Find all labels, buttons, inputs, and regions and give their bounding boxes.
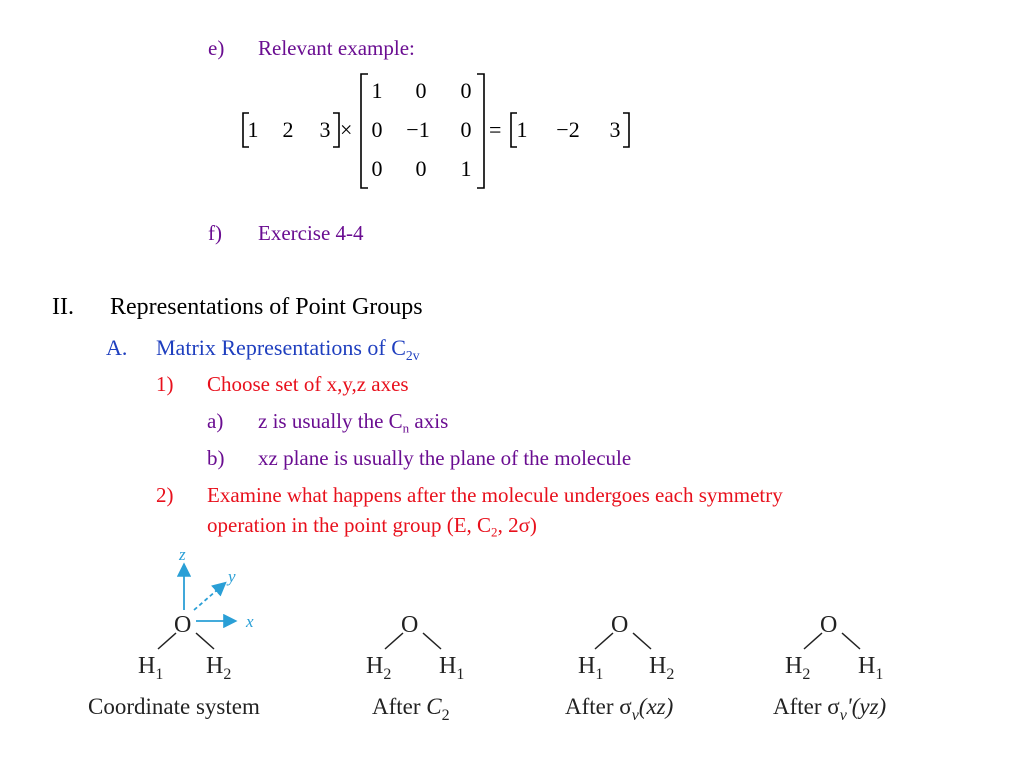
panel-after-c2: O H2 H1 After C2 xyxy=(366,612,464,724)
caption-coordinate-system: Coordinate system xyxy=(88,694,260,719)
bond xyxy=(632,632,652,650)
result-entry: −2 xyxy=(556,117,580,142)
hydrogen-right: H1 xyxy=(858,653,883,683)
matrix-cell: 0 xyxy=(371,117,383,142)
oxygen-atom: O xyxy=(174,612,191,638)
bond xyxy=(594,632,614,650)
hydrogen-right: H1 xyxy=(439,653,464,683)
item-f-text: Exercise 4-4 xyxy=(258,221,364,245)
item-e-marker: e) xyxy=(208,36,225,60)
x-axis-label: x xyxy=(245,612,254,631)
coordinate-axes xyxy=(176,562,238,629)
z-axis-label: z xyxy=(178,545,186,564)
row-vector-entry: 1 xyxy=(247,117,259,142)
caption-after-sigma-v-prime-yz: After σv'(yz) xyxy=(773,694,886,724)
item-1b-text: xz plane is usually the plane of the mol… xyxy=(258,446,632,470)
panel-after-sigma-v-prime-yz: O H2 H1 After σv'(yz) xyxy=(773,612,886,724)
section-ii-title: Representations of Point Groups xyxy=(110,294,423,320)
bond xyxy=(195,632,215,650)
matrix-cell: 0 xyxy=(371,156,383,181)
item-1-text: Choose set of x,y,z axes xyxy=(207,372,409,396)
y-axis-label: y xyxy=(226,567,236,586)
hydrogen-left: H1 xyxy=(138,653,163,683)
matrix-brackets xyxy=(242,73,630,189)
oxygen-atom: O xyxy=(820,612,837,638)
result-entry: 1 xyxy=(516,117,528,142)
hydrogen-left: H2 xyxy=(785,653,810,683)
item-f-marker: f) xyxy=(208,221,222,245)
bond xyxy=(841,632,861,650)
matrix-cell: 1 xyxy=(460,156,472,181)
row-vector-entry: 2 xyxy=(282,117,294,142)
oxygen-atom: O xyxy=(611,612,628,638)
hydrogen-right: H2 xyxy=(206,653,231,683)
matrix-cell: 0 xyxy=(460,78,472,103)
oxygen-atom: O xyxy=(401,612,418,638)
equals-sign: = xyxy=(489,117,502,142)
panel-after-sigma-v-xz: O H1 H2 After σv(xz) xyxy=(565,612,674,724)
hydrogen-left: H2 xyxy=(366,653,391,683)
section-ii-marker: II. xyxy=(52,294,74,320)
times-sign: × xyxy=(340,117,353,142)
y-axis-arrow xyxy=(193,581,227,611)
item-2-line2: operation in the point group (E, C2, 2σ) xyxy=(207,513,537,540)
caption-after-sigma-v-xz: After σv(xz) xyxy=(565,694,673,724)
item-1a-marker: a) xyxy=(207,409,224,433)
item-2-line1: Examine what happens after the molecule … xyxy=(207,483,783,507)
panel-coordinate-system: z y x O H1 H2 Coordinate system xyxy=(88,545,260,719)
hydrogen-left: H1 xyxy=(578,653,603,683)
item-2-marker: 2) xyxy=(156,483,174,507)
bond xyxy=(803,632,823,650)
item-a-text: Matrix Representations of C2v xyxy=(156,335,420,363)
bond xyxy=(157,632,177,650)
water-symmetry-figure: z y x O H1 H2 Coordinate system O H2 H1 … xyxy=(88,545,886,724)
caption-after-c2: After C2 xyxy=(372,694,450,724)
bond xyxy=(422,632,442,650)
item-a-marker: A. xyxy=(106,335,128,360)
item-1-marker: 1) xyxy=(156,372,174,396)
result-entry: 3 xyxy=(609,117,621,142)
item-e-text: Relevant example: xyxy=(258,36,415,60)
matrix-cell: 0 xyxy=(415,156,427,181)
hydrogen-right: H2 xyxy=(649,653,674,683)
matrix-cell: 0 xyxy=(460,117,472,142)
matrix-cell: 1 xyxy=(371,78,383,103)
item-1a-text: z is usually the Cn axis xyxy=(258,409,449,436)
row-vector-entry: 3 xyxy=(319,117,331,142)
bond xyxy=(384,632,404,650)
item-1b-marker: b) xyxy=(207,446,225,470)
matrix-cell: 0 xyxy=(415,78,427,103)
matrix-cell: −1 xyxy=(406,117,430,142)
